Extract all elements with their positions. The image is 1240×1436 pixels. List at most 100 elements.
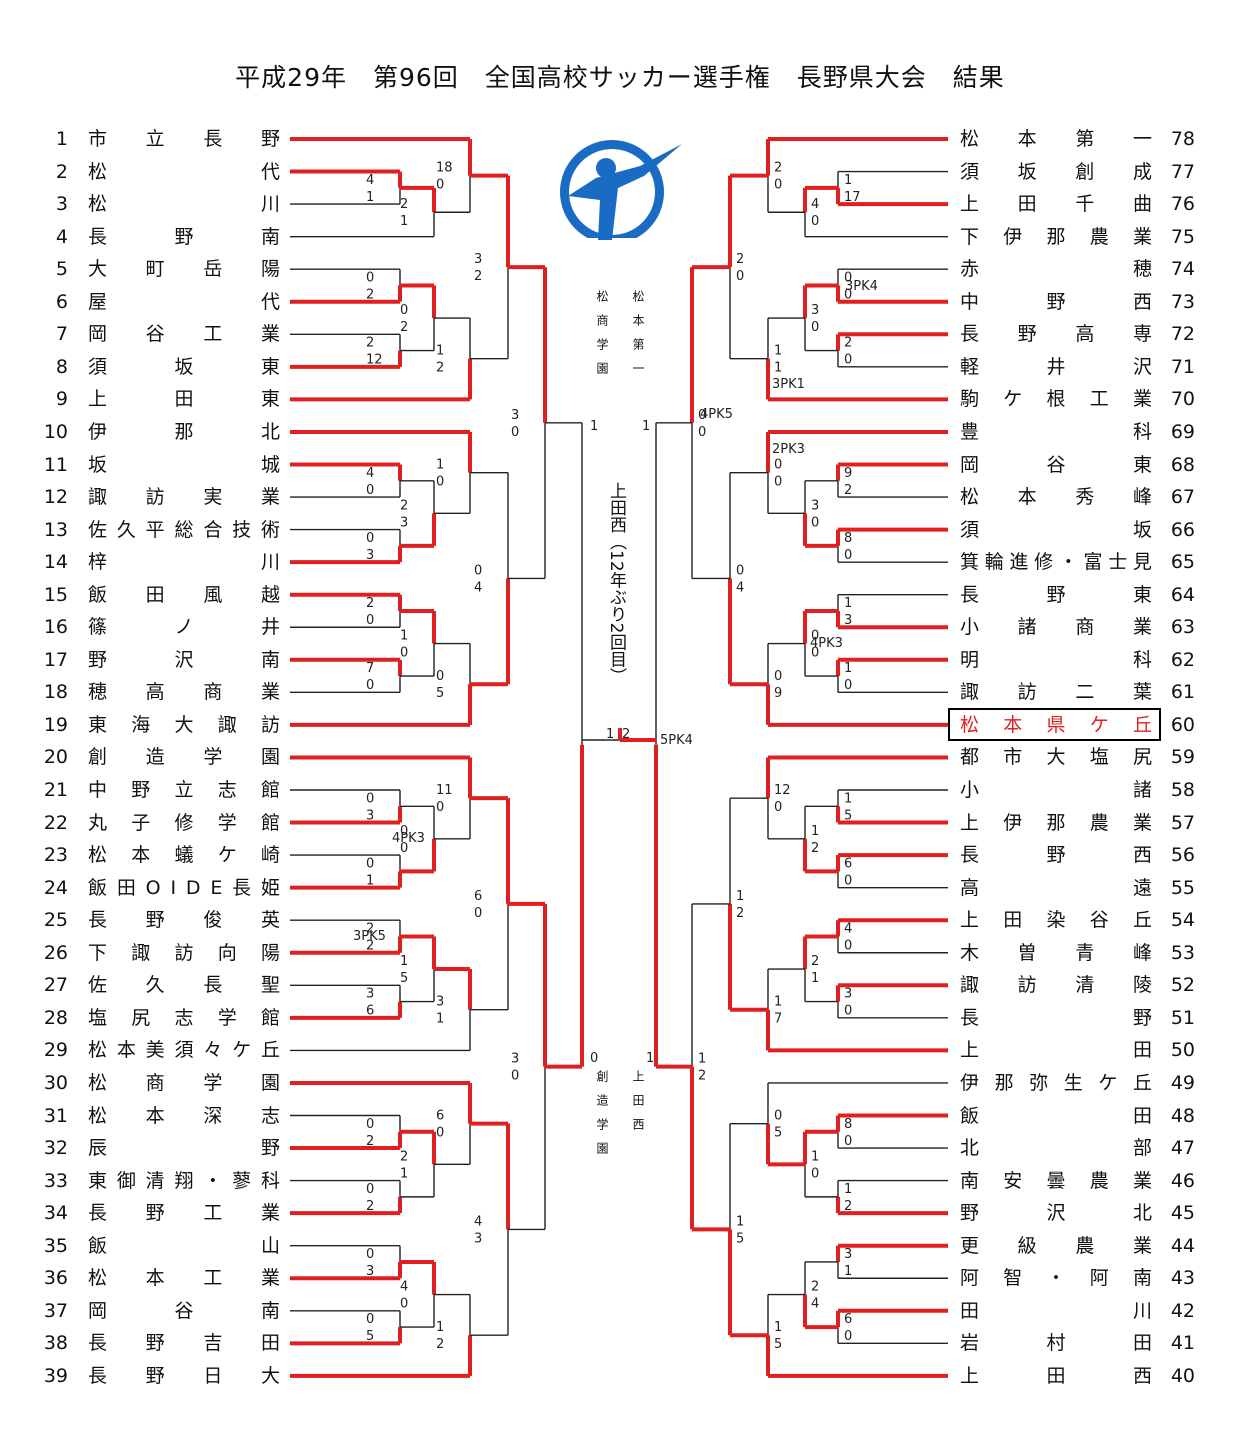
- team-name: 高遠: [960, 876, 1152, 899]
- seed-number: 60: [1170, 713, 1195, 736]
- team-name: 松本美須々ケ丘: [88, 1039, 280, 1062]
- team-name: 坂城: [88, 453, 280, 476]
- score-label: 2: [400, 498, 408, 513]
- seed-number: 78: [1170, 128, 1195, 150]
- seed-number: 19: [43, 713, 68, 736]
- score-label: 4: [474, 580, 482, 595]
- score-label: 1: [436, 458, 444, 473]
- score-label: 0: [811, 214, 819, 229]
- score-label: 3: [366, 808, 374, 823]
- score-label: 4: [844, 921, 852, 936]
- score-label: 0: [811, 1166, 819, 1181]
- score-label: 2: [844, 483, 852, 498]
- score-label: 0: [436, 1126, 444, 1141]
- score-label: 3: [474, 1231, 482, 1246]
- score-label: 0: [366, 678, 374, 693]
- score-label: 18: [436, 161, 453, 176]
- score-label: 0: [844, 938, 852, 953]
- score-label: 2: [366, 336, 374, 351]
- score-label: 0: [511, 1069, 519, 1084]
- seed-number: 33: [43, 1169, 68, 1192]
- score-label: 6: [844, 856, 852, 871]
- seed-number: 17: [43, 648, 68, 671]
- score-label: 3: [811, 498, 819, 513]
- score-label: 0: [811, 320, 819, 335]
- team-name: 松本蟻ケ崎: [88, 844, 280, 867]
- score-label: 4: [736, 580, 744, 595]
- team-name: 長野: [960, 1006, 1152, 1029]
- champion-note: 上田西（12年ぶり2回目）: [606, 482, 626, 685]
- score-label: 0: [844, 353, 852, 368]
- score-label: 6: [474, 889, 482, 904]
- seed-number: 2: [55, 160, 68, 183]
- score-label: 1: [642, 419, 650, 434]
- seed-number: 44: [1170, 1234, 1195, 1257]
- seed-number: 61: [1170, 681, 1195, 704]
- team-name: 野沢北: [960, 1202, 1152, 1225]
- team-name: 阿智・阿南: [960, 1267, 1152, 1290]
- score-label: 0: [366, 531, 374, 546]
- score-label: 6: [844, 1312, 852, 1327]
- score-label: 0: [844, 1329, 852, 1344]
- score-label: 2: [622, 727, 630, 742]
- seed-number: 71: [1170, 355, 1195, 378]
- seed-number: 4: [55, 225, 68, 248]
- score-label: 0: [774, 458, 782, 473]
- score-label: 2: [400, 320, 408, 335]
- team-name: 長野吉田: [88, 1332, 280, 1355]
- team-name: 小諸商業: [960, 616, 1152, 639]
- team-name: 梓川: [88, 551, 280, 574]
- score-label: 1: [400, 954, 408, 969]
- score-label: 0: [366, 1182, 374, 1197]
- score-label: 2: [844, 336, 852, 351]
- team-name: 飯田風越: [88, 583, 280, 606]
- score-label: 3: [511, 408, 519, 423]
- score-label: 2: [366, 938, 374, 953]
- seed-number: 21: [43, 779, 68, 801]
- score-label: 2: [400, 1149, 408, 1164]
- team-name: 松代: [88, 160, 280, 183]
- score-label: 4: [811, 197, 819, 212]
- seed-number: 52: [1170, 974, 1195, 997]
- seed-number: 6: [55, 290, 68, 313]
- seed-number: 22: [43, 811, 68, 834]
- seed-number: 38: [43, 1332, 68, 1355]
- seed-number: 36: [43, 1267, 68, 1290]
- score-label: 6: [366, 1004, 374, 1019]
- score-label: 1: [736, 889, 744, 904]
- score-label: 3: [366, 548, 374, 563]
- seed-number: 35: [43, 1234, 68, 1257]
- score-label: 0: [844, 678, 852, 693]
- seed-number: 42: [1170, 1299, 1195, 1322]
- team-name: 長野南: [88, 225, 280, 248]
- seed-number: 1: [55, 128, 68, 150]
- team-name: 諏訪実業: [88, 486, 280, 509]
- score-label: 4: [474, 1214, 482, 1229]
- score-label: 3: [811, 303, 819, 318]
- highlight-box: [948, 708, 1161, 741]
- score-label: 3: [844, 613, 852, 628]
- score-label: 4PK5: [700, 407, 733, 422]
- score-label: 3: [400, 515, 408, 530]
- team-name: 長野西: [960, 844, 1152, 867]
- seed-number: 41: [1170, 1332, 1195, 1355]
- team-name: 更級農業: [960, 1234, 1152, 1257]
- score-label: 0: [436, 669, 444, 684]
- score-label: 1: [436, 1320, 444, 1335]
- score-label: 5: [844, 808, 852, 823]
- team-name: 須坂: [960, 518, 1152, 541]
- team-name: 松商学園: [88, 1071, 280, 1094]
- team-name: 駒ケ根工業: [960, 388, 1152, 411]
- score-label: 3: [844, 987, 852, 1002]
- score-label: 0: [474, 563, 482, 578]
- score-label: 0: [590, 1051, 598, 1066]
- team-name: 上伊那農業: [960, 811, 1152, 834]
- seed-number: 62: [1170, 648, 1195, 671]
- score-label: 0: [774, 669, 782, 684]
- score-label: 2: [400, 197, 408, 212]
- score-label: 1: [400, 1166, 408, 1181]
- team-name: 小諸: [960, 779, 1152, 801]
- seed-number: 16: [43, 616, 68, 639]
- team-name: 岡谷南: [88, 1299, 280, 1322]
- seed-number: 28: [43, 1006, 68, 1029]
